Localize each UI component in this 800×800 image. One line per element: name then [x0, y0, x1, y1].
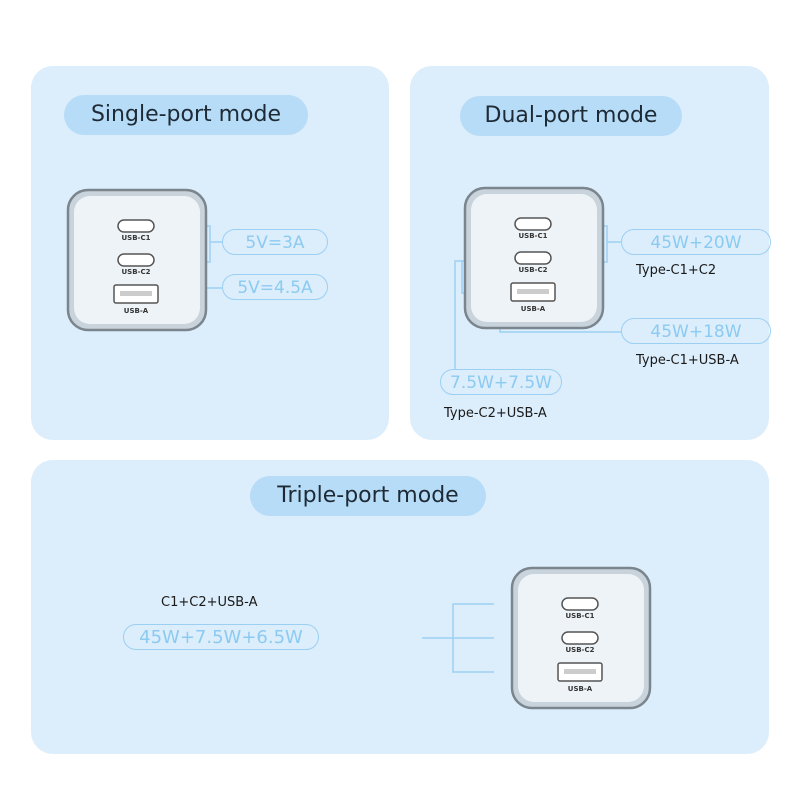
usb-a-label: USB-A — [124, 307, 149, 315]
dual-c1-c2-label: Type-C1+C2 — [636, 263, 717, 278]
usb-c1-label: USB-C1 — [122, 234, 151, 242]
usb-c2-label: USB-C2 — [122, 268, 151, 276]
usb-a-label: USB-A — [568, 685, 593, 693]
charger-image-triple: USB-C1 USB-C2 USB-A — [510, 566, 652, 710]
usb-c2-label: USB-C2 — [566, 646, 595, 654]
usb-c1-label: USB-C1 — [519, 232, 548, 240]
usb-c2-port-icon — [514, 251, 552, 265]
usb-c1-port-icon — [117, 219, 155, 233]
triple-label: C1+C2+USB-A — [161, 595, 258, 610]
usb-c2-label: USB-C2 — [519, 266, 548, 274]
usb-a-label: USB-A — [521, 305, 546, 313]
dual-c1-a-label: Type-C1+USB-A — [636, 353, 739, 368]
usb-c1-port-icon — [514, 217, 552, 231]
dual-c1-c2-value: 45W+20W — [621, 229, 771, 255]
usb-c1-port-icon — [561, 597, 599, 611]
single-c-value: 5V=3A — [222, 229, 328, 255]
triple-port-title: Triple-port mode — [250, 476, 486, 516]
dual-port-title: Dual-port mode — [460, 96, 682, 136]
dual-c2-a-label: Type-C2+USB-A — [444, 406, 547, 421]
usb-c1-label: USB-C1 — [566, 612, 595, 620]
charger-image-dual: USB-C1 USB-C2 USB-A — [463, 186, 605, 330]
usb-c2-port-icon — [117, 253, 155, 267]
usb-c2-port-icon — [561, 631, 599, 645]
charger-image-single: USB-C1 USB-C2 USB-A — [66, 188, 208, 332]
dual-c1-a-value: 45W+18W — [621, 318, 771, 344]
triple-value: 45W+7.5W+6.5W — [123, 624, 319, 650]
dual-c2-a-value: 7.5W+7.5W — [440, 369, 562, 395]
single-a-value: 5V=4.5A — [222, 274, 328, 300]
single-port-title: Single-port mode — [64, 95, 308, 135]
